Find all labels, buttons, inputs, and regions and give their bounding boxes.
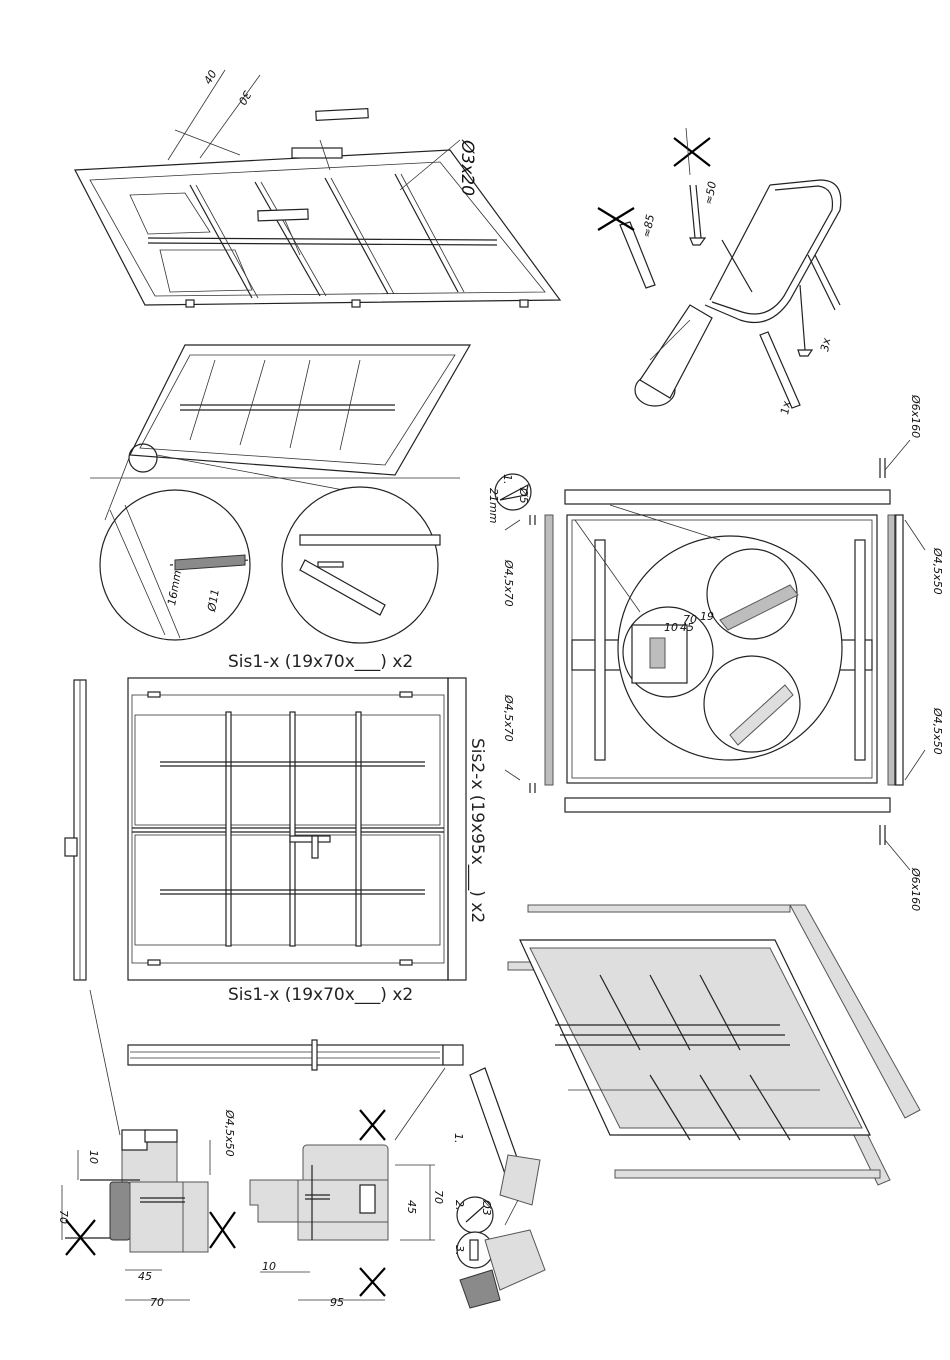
sec-45b: 45: [405, 1200, 418, 1214]
step1-small: 1.: [501, 474, 514, 485]
isometric-assembly: [508, 905, 920, 1185]
21mm-label: 21mm: [487, 488, 500, 523]
screw-6x160-top: Ø6x160: [909, 394, 922, 438]
window-front-view: [65, 678, 466, 980]
screw-45x50-a: Ø4,5x50: [931, 547, 944, 595]
sec-45a: 45: [138, 1270, 152, 1283]
screw-3x20-label: Ø3x20: [457, 139, 477, 196]
detail-19: 19: [700, 610, 714, 623]
sec-10b: 10: [262, 1260, 276, 1273]
sis2-label: Sis2-x (19x95x___) x2: [467, 738, 487, 923]
sec-95: 95: [330, 1296, 344, 1309]
step-2: 2.: [453, 1200, 466, 1211]
step-3: 3.: [453, 1245, 466, 1256]
saw-and-dowels: [598, 128, 841, 408]
dim-40: 40: [201, 68, 219, 87]
dim-85: ≈85: [640, 213, 657, 238]
step-1: 1.: [452, 1133, 465, 1144]
sec-10a: 10: [87, 1150, 100, 1164]
tools-handsaw-drill: [457, 1068, 545, 1308]
sec-70a: 70: [57, 1210, 70, 1224]
screw-6x160-bottom: Ø6x160: [909, 867, 922, 911]
sec-70c: 70: [432, 1190, 445, 1204]
qty-1x: 1x: [778, 399, 793, 415]
sash-perspective-drill: [90, 345, 470, 643]
sis1-label-bottom: Sis1-x (19x70x___) x2: [228, 985, 413, 1005]
sash-perspective-top: [75, 70, 560, 307]
detail-45: 45: [680, 621, 694, 634]
screw-45x70-a: Ø4,5x70: [502, 559, 515, 607]
sis1-label-top: Sis1-x (19x70x___) x2: [228, 652, 413, 672]
qty-3x: 3x: [818, 336, 833, 352]
d3-label: Ø3: [480, 1199, 493, 1216]
dim-50: ≈50: [702, 180, 719, 205]
screw-45x70-b: Ø4,5x70: [502, 694, 515, 742]
dim-30: 30: [235, 89, 253, 108]
frame-detail-view: [495, 440, 925, 870]
screw-45x50-c: Ø4,5x50: [223, 1109, 236, 1157]
screw-45x50-b: Ø4,5x50: [931, 707, 944, 755]
detail-10: 10: [664, 621, 678, 634]
section-strip: [90, 990, 463, 1140]
sec-70b: 70: [150, 1296, 164, 1309]
d5-label: Ø5: [517, 487, 530, 504]
